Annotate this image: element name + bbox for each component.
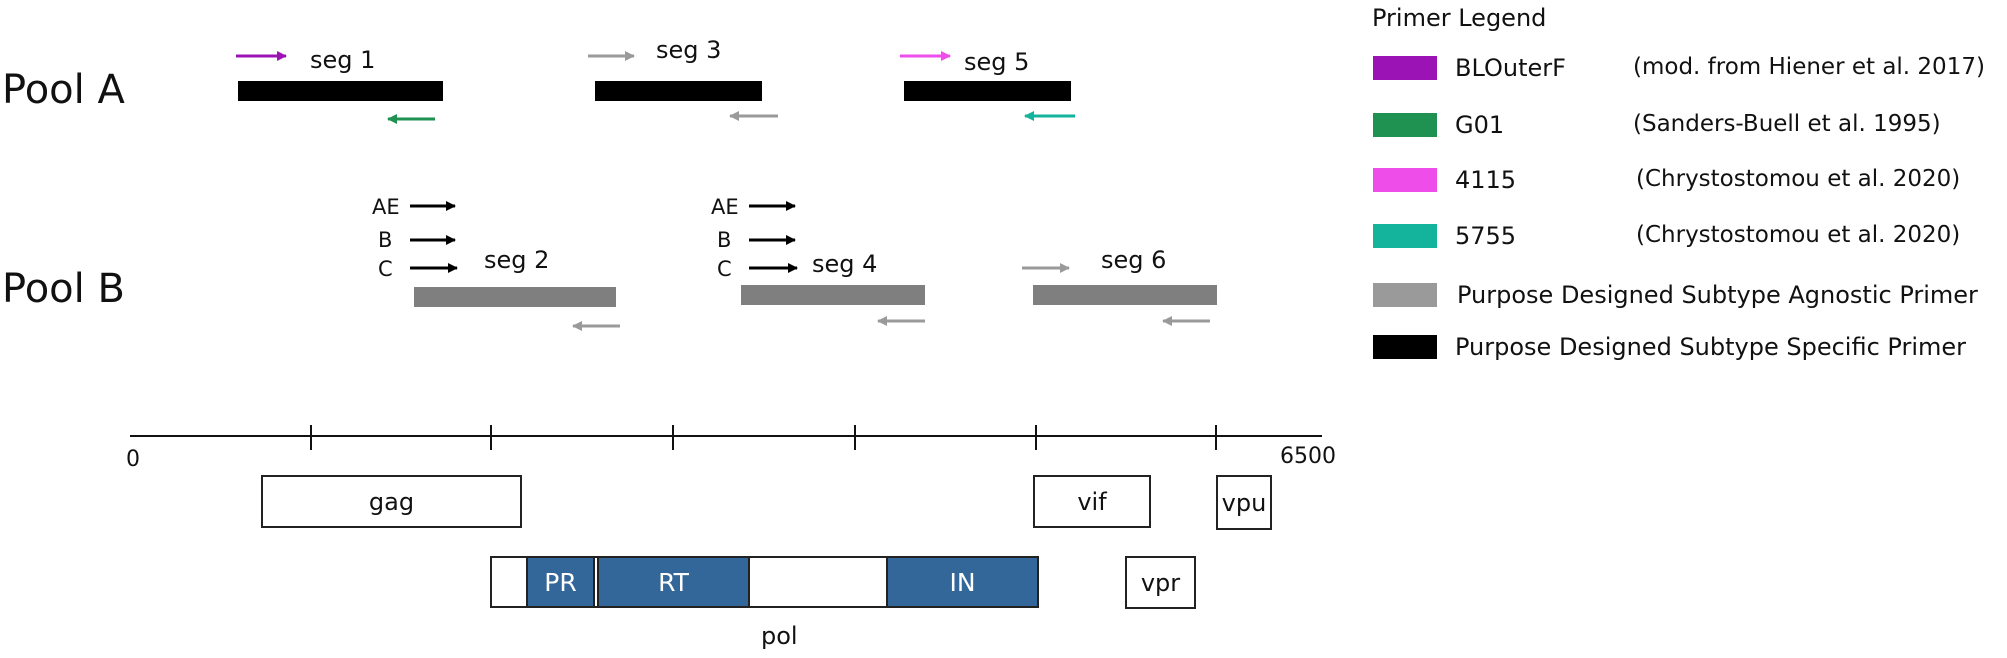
seg2-primer-ae-label: AE (372, 195, 400, 219)
legend-swatch-subtype-specific (1373, 335, 1437, 359)
legend-swatch-4115 (1373, 168, 1437, 192)
legend-citation-4115: (Chrystostomou et al. 2020) (1636, 166, 1961, 192)
seg2-primer-b-label: B (378, 228, 393, 252)
axis-end-label: 6500 (1280, 444, 1336, 469)
legend-swatch-g01 (1373, 113, 1437, 137)
legend-label-g01: G01 (1455, 111, 1505, 139)
legend-citation-5755: (Chrystostomou et al. 2020) (1636, 222, 1961, 248)
legend-swatch-5755 (1373, 224, 1437, 248)
seg5-bar (904, 81, 1071, 101)
legend-citation-g01: (Sanders-Buell et al. 1995) (1633, 111, 1941, 137)
vpr-gene-label: vpr (1140, 568, 1181, 597)
legend-swatch-subtype-agnostic (1373, 283, 1437, 307)
pol-gene-label: pol (761, 622, 798, 650)
seg2-label: seg 2 (484, 246, 550, 274)
axis-start-label: 0 (126, 447, 140, 472)
vif-gene-label: vif (1077, 487, 1107, 516)
seg5-label: seg 5 (964, 48, 1030, 76)
seg6-bar (1033, 285, 1217, 305)
seg1-bar (238, 81, 443, 101)
seg3-bar (595, 81, 762, 101)
in-domain-label: IN (949, 567, 976, 597)
legend-label-subtype-agnostic: Purpose Designed Subtype Agnostic Primer (1457, 281, 1978, 309)
pool-a-label: Pool A (2, 67, 125, 113)
seg6-label: seg 6 (1101, 246, 1167, 274)
legend-label-4115: 4115 (1455, 166, 1517, 194)
gag-gene-label: gag (368, 487, 415, 516)
seg4-label: seg 4 (812, 250, 878, 278)
seg2-bar (414, 287, 616, 307)
seg4-primer-c-label: C (717, 257, 732, 281)
vif-gene-box: vif (1033, 475, 1151, 528)
seg4-primer-ae-label: AE (711, 195, 739, 219)
vpu-gene-box: vpu (1216, 475, 1272, 530)
legend-citation-blouterf: (mod. from Hiener et al. 2017) (1633, 54, 1985, 80)
vpr-gene-box: vpr (1125, 556, 1196, 609)
pr-domain: PR (526, 556, 595, 608)
pr-domain-label: PR (544, 567, 577, 597)
seg3-label: seg 3 (656, 36, 722, 64)
legend-label-5755: 5755 (1455, 222, 1517, 250)
seg4-primer-b-label: B (717, 228, 732, 252)
rt-domain: RT (597, 556, 750, 608)
legend-title: Primer Legend (1372, 4, 1547, 32)
seg2-primer-c-label: C (378, 257, 393, 281)
rt-domain-label: RT (658, 567, 689, 597)
legend-label-blouterf: BLOuterF (1455, 54, 1566, 82)
legend-swatch-blouterf (1373, 56, 1437, 80)
gag-gene-box: gag (261, 475, 522, 528)
vpu-gene-label: vpu (1221, 488, 1267, 517)
in-domain: IN (886, 556, 1039, 608)
legend-label-subtype-specific: Purpose Designed Subtype Specific Primer (1455, 333, 1966, 361)
seg1-label: seg 1 (310, 46, 376, 74)
seg4-bar (741, 285, 925, 305)
pool-b-label: Pool B (2, 266, 125, 312)
